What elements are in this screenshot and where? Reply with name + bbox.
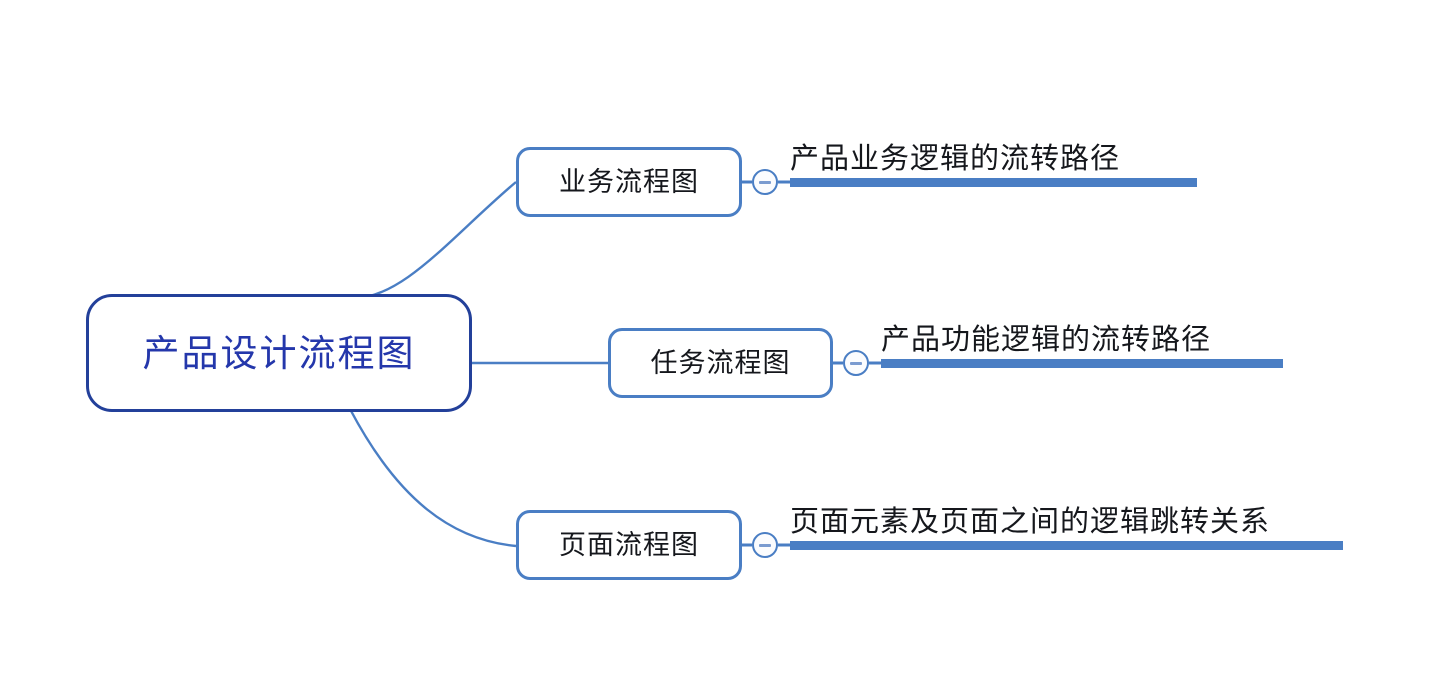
leaf-item-2-text: 产品功能逻辑的流转路径 — [881, 322, 1212, 356]
leaf-item-3[interactable]: 页面元素及页面之间的逻辑跳转关系 — [790, 495, 1343, 550]
minus-glyph-1 — [759, 181, 771, 184]
leaf-item-1[interactable]: 产品业务逻辑的流转路径 — [790, 132, 1197, 187]
leaf-item-1-text: 产品业务逻辑的流转路径 — [790, 141, 1121, 175]
leaf-item-1-underline — [790, 178, 1197, 187]
branch-node-3-label: 页面流程图 — [559, 529, 699, 561]
minus-circle-icon-1[interactable] — [752, 169, 778, 195]
minus-glyph-2 — [850, 362, 862, 365]
leaf-item-3-underline — [790, 541, 1343, 550]
minus-glyph-3 — [759, 544, 771, 547]
branch-node-2-label: 任务流程图 — [650, 347, 791, 379]
minus-circle-icon-2[interactable] — [843, 350, 869, 376]
branch-node-2[interactable]: 任务流程图 — [608, 328, 833, 398]
connector-root-to-branch-1 — [351, 181, 517, 300]
connector-root-to-branch-3 — [348, 408, 517, 548]
root-node-label: 产品设计流程图 — [142, 331, 416, 375]
branch-node-1-label: 业务流程图 — [559, 166, 699, 198]
branch-node-1[interactable]: 业务流程图 — [516, 147, 742, 217]
leaf-item-3-text: 页面元素及页面之间的逻辑跳转关系 — [790, 504, 1271, 538]
leaf-item-2[interactable]: 产品功能逻辑的流转路径 — [881, 313, 1283, 368]
minus-circle-icon-3[interactable] — [752, 532, 778, 558]
branch-node-3[interactable]: 页面流程图 — [516, 510, 742, 580]
root-node[interactable]: 产品设计流程图 — [86, 294, 472, 412]
leaf-item-2-underline — [881, 359, 1283, 368]
